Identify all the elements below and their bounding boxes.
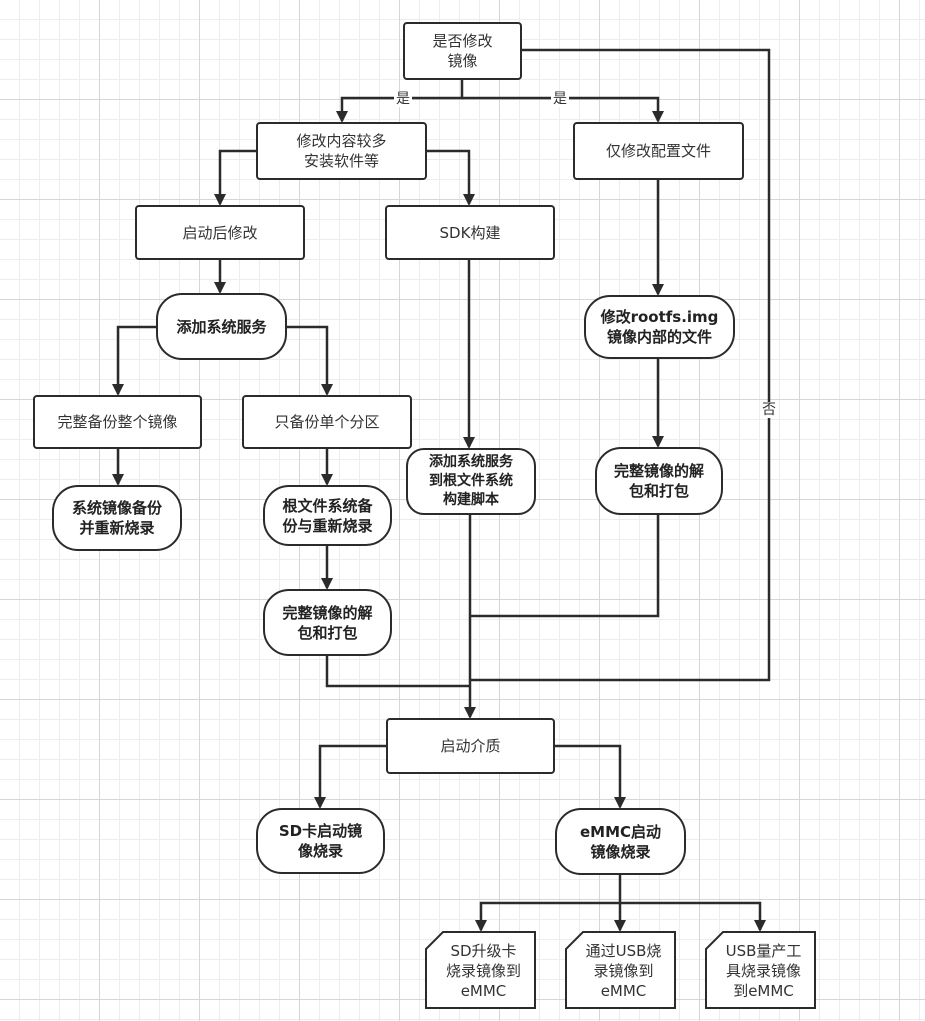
edge-media-to-sd [314, 744, 386, 809]
node-full-backup: 完整备份整个镜像 [33, 395, 202, 449]
node-usb-mass-tool: USB量产工具烧录镜像到eMMC [705, 931, 816, 1009]
node-rootfs-backup-burn: 根文件系统备份与重新烧录 [263, 485, 392, 546]
edge-label-no: 否 [760, 402, 778, 418]
node-usb-mass-tool-label: USB量产工具烧录镜像到eMMC [725, 942, 802, 1000]
node-emmc-boot-burn: eMMC启动镜像烧录 [555, 808, 686, 875]
node-modify-content: 修改内容较多安装软件等 [256, 122, 427, 180]
edge-service-to-full-backup [112, 325, 156, 396]
edge-label-yes-left: 是 [394, 91, 412, 107]
edge-modify-to-config [462, 96, 664, 123]
edge-label-yes-right: 是 [551, 91, 569, 107]
document-shape [565, 931, 676, 1009]
node-modify-image-decision: 是否修改镜像 [403, 22, 522, 80]
edge-right-unpack-merge [470, 514, 660, 618]
document-shape [425, 931, 536, 1009]
node-unpack-pack-right: 完整镜像的解包和打包 [595, 447, 723, 515]
edge-emmc-to-sd-upgrade [475, 874, 622, 932]
edge-content-to-after-boot [214, 149, 256, 206]
edge-emmc-to-usb-tool [620, 901, 766, 932]
edge-modify-to-no [470, 48, 771, 682]
node-boot-media: 启动介质 [386, 718, 555, 774]
document-shape [705, 931, 816, 1009]
node-modify-after-boot: 启动后修改 [135, 205, 305, 260]
node-add-service-script: 添加系统服务到根文件系统构建脚本 [406, 448, 536, 515]
edge-service-to-partition [287, 325, 333, 396]
edge-media-to-emmc [555, 744, 626, 809]
node-modify-config: 仅修改配置文件 [573, 122, 744, 180]
node-unpack-pack-left: 完整镜像的解包和打包 [263, 589, 392, 656]
node-add-system-service: 添加系统服务 [156, 293, 287, 360]
node-sd-boot-burn: SD卡启动镜像烧录 [256, 808, 385, 874]
node-system-backup-burn: 系统镜像备份并重新烧录 [52, 485, 182, 551]
edge-content-to-sdk [427, 149, 475, 206]
node-sdk-build: SDK构建 [385, 205, 555, 260]
edge-left-unpack-merge [325, 656, 470, 688]
node-partition-backup: 只备份单个分区 [242, 395, 412, 449]
